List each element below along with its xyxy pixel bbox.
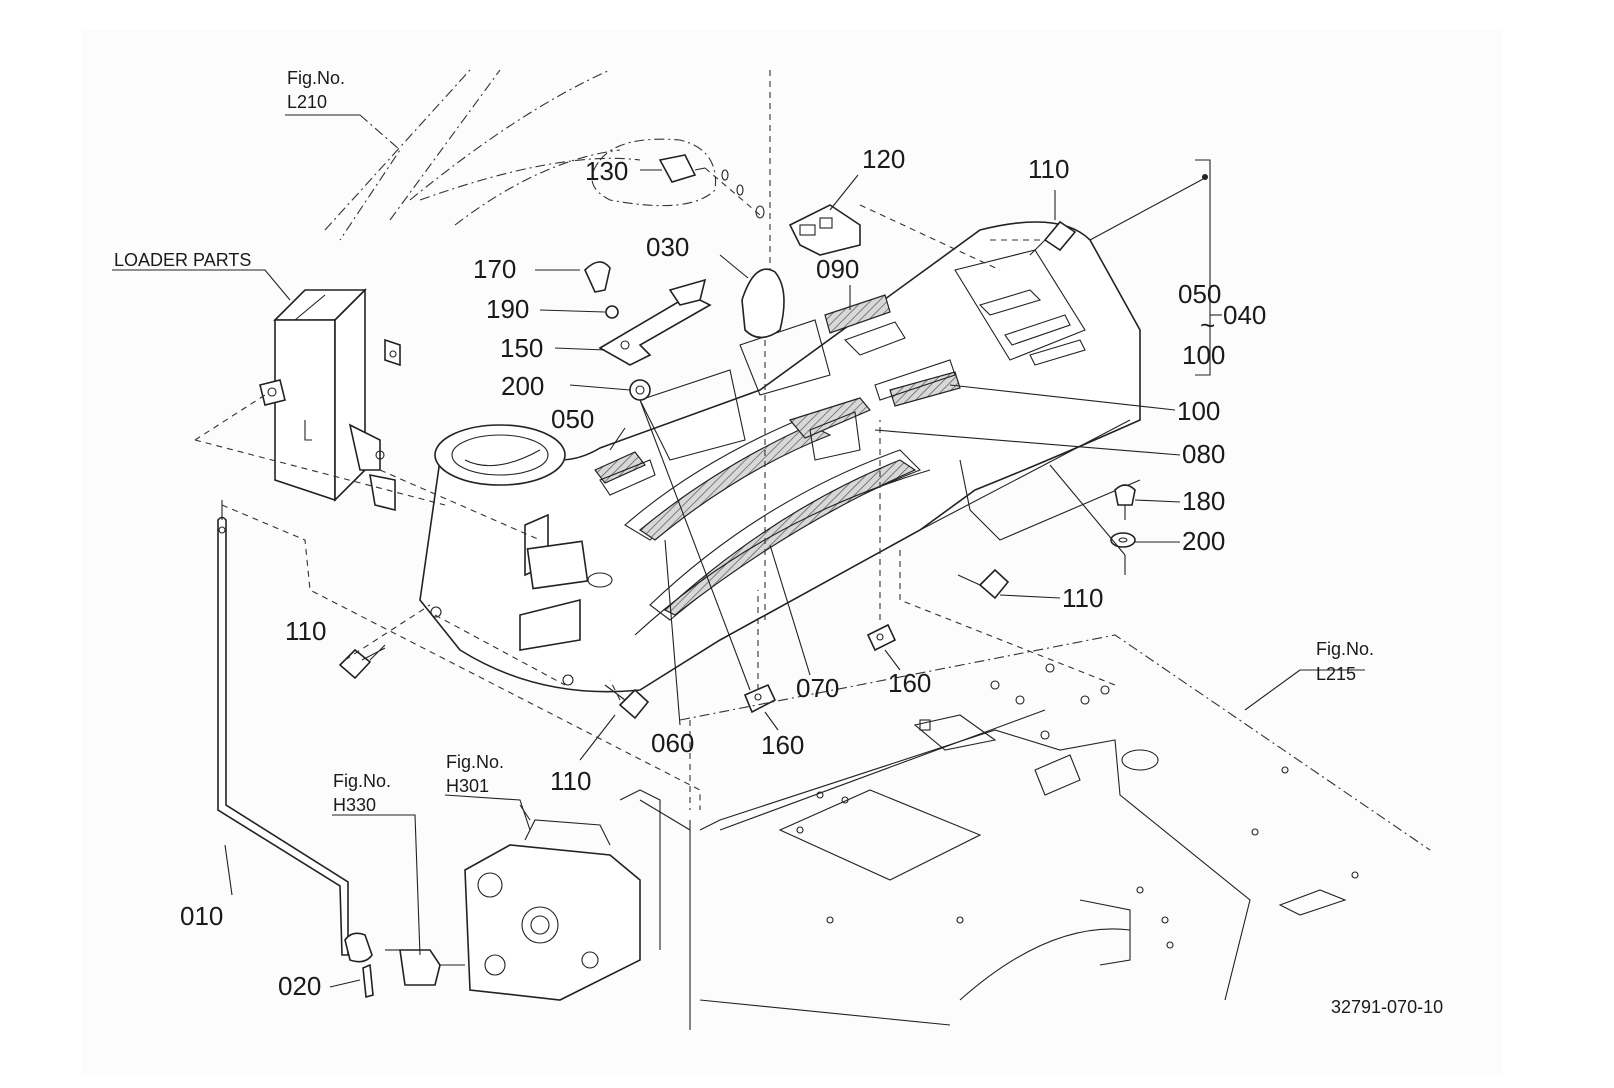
callout-070: 070: [796, 673, 839, 703]
bolt-180: [1049, 464, 1136, 575]
ref-l210-line1: Fig.No.: [287, 68, 345, 88]
callout-190: 190: [486, 294, 529, 324]
part-callouts: 130 120 110 030 090 170 190 150 200 050 …: [180, 144, 1266, 1001]
leader-lines: [224, 169, 1365, 988]
ref-h330-line1: Fig.No.: [333, 771, 391, 791]
chassis-frame: [639, 550, 1431, 1030]
ref-l210-line2: L210: [287, 92, 327, 112]
callout-130: 130: [585, 156, 628, 186]
dash-panel: [419, 221, 1141, 693]
valve-block: [385, 789, 661, 1001]
ref-l215-line2: L215: [1316, 664, 1356, 684]
assembly-lines: [194, 159, 1222, 810]
callout-110-top: 110: [1028, 154, 1069, 184]
callout-180: 180: [1182, 486, 1225, 516]
ref-h301-line1: Fig.No.: [446, 752, 504, 772]
callout-080: 080: [1182, 439, 1225, 469]
callout-200-lower: 200: [1182, 526, 1225, 556]
callout-010: 010: [180, 901, 223, 931]
ref-l210-lines: [285, 69, 771, 270]
lever-knob: [741, 268, 785, 620]
callout-100: 100: [1177, 396, 1220, 426]
callout-050: 050: [551, 404, 594, 434]
callout-060: 060: [651, 728, 694, 758]
reference-labels: Fig.No. L210 Fig.No. L215 Fig.No. H330 F…: [114, 68, 1374, 815]
bolts-110: [338, 220, 1077, 720]
callout-120: 120: [862, 144, 905, 174]
callout-150: 150: [500, 333, 543, 363]
callout-090: 090: [816, 254, 859, 284]
loader-parts-label: LOADER PARTS: [114, 250, 251, 270]
callout-160-right: 160: [888, 668, 931, 698]
callout-160-left: 160: [761, 730, 804, 760]
bracket-150: [584, 261, 751, 691]
ref-h301-line2: H301: [446, 776, 489, 796]
callout-200-upper: 200: [501, 371, 544, 401]
ref-h330-line2: H330: [333, 795, 376, 815]
callout-030: 030: [646, 232, 689, 262]
chassis-holes: [796, 663, 1359, 949]
ref-l215-line1: Fig.No.: [1316, 639, 1374, 659]
callout-020: 020: [278, 971, 321, 1001]
switch-130: [591, 138, 765, 219]
loader-parts-bracket: [112, 269, 401, 512]
rod-010: [217, 500, 374, 999]
callout-170: 170: [473, 254, 516, 284]
clips-160: [743, 420, 897, 714]
callout-050-range-start: 050: [1178, 279, 1221, 309]
callout-110-bottom: 110: [550, 766, 591, 796]
callout-040: 040: [1223, 300, 1266, 330]
callout-050-range-end: 100: [1182, 340, 1225, 370]
drawing-number: 32791-070-10: [1331, 997, 1443, 1017]
callout-110-left: 110: [285, 616, 326, 646]
bracket-120: [788, 204, 1001, 271]
callout-110-right: 110: [1062, 583, 1103, 613]
callout-050-range-tilde: ~: [1200, 310, 1215, 340]
